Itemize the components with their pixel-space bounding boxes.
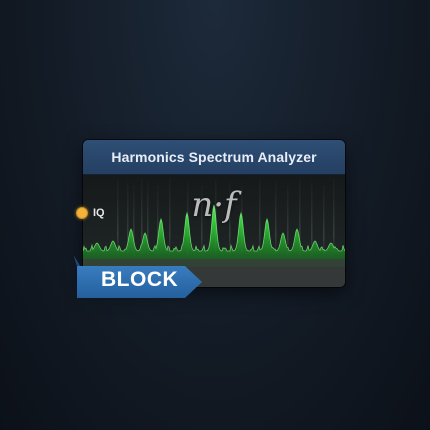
node-title: Harmonics Spectrum Analyzer [83, 140, 345, 175]
spectrum-gridline [323, 185, 325, 259]
spectrum-gridline [201, 185, 203, 259]
spectrum-gridline [259, 179, 261, 259]
spectrum-gridline [311, 182, 313, 259]
spectrum-gridline [333, 179, 335, 259]
spectrum-gridline [275, 182, 277, 259]
input-port-label: IQ [93, 207, 105, 219]
spectrum-gridline [133, 185, 135, 259]
input-port-iq[interactable]: IQ [76, 207, 105, 219]
badge-arrow-shape [74, 256, 202, 298]
spectrum-gridline [229, 182, 231, 259]
block-badge-label: BLOCK [101, 268, 179, 291]
spectrum-gridline [299, 179, 301, 259]
port-dot-icon[interactable] [76, 207, 88, 219]
spectrum-gridline [169, 179, 171, 259]
spectrum-gridline [157, 185, 159, 259]
spectrum-gridline [147, 182, 149, 259]
spectrum-gridline [127, 182, 129, 259]
block-badge: BLOCK [74, 256, 202, 299]
spectrum-gridline [117, 179, 119, 259]
spectrum-gridline [141, 179, 143, 259]
spectrum-gridline [287, 185, 289, 259]
